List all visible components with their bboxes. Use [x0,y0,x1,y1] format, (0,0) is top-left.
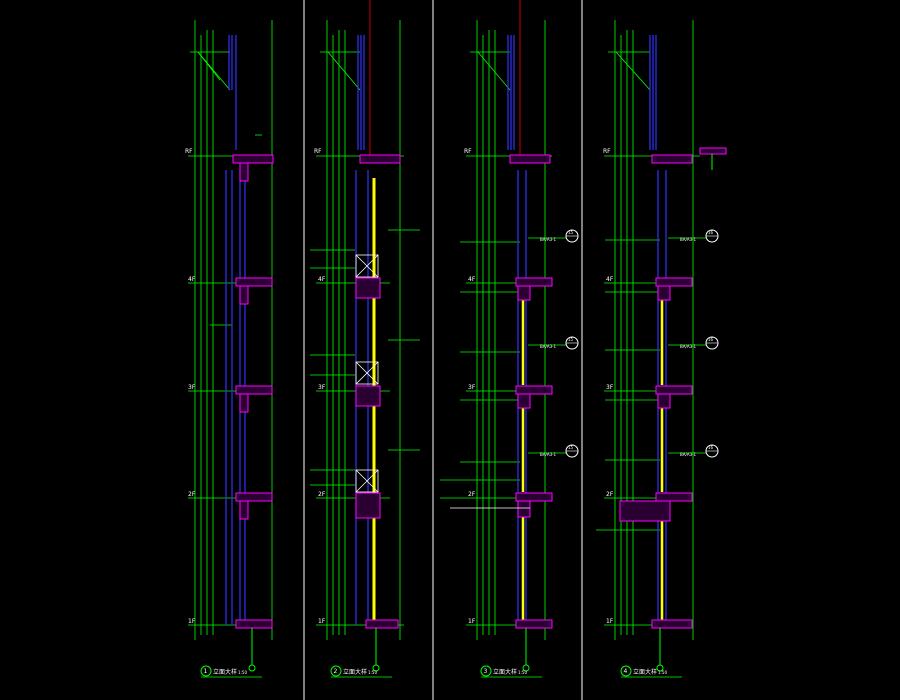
level-label-rf: RF [314,148,322,155]
svg-text:BA/A3-1: BA/A3-1 [540,344,557,349]
level-label-3f: 3F [468,384,476,391]
small-detail [699,147,727,170]
floor-slabs [232,154,274,629]
level-label-4f: 4F [606,276,614,283]
svg-text:BA/A3-1: BA/A3-1 [680,452,697,457]
level-label-1f: 1F [606,618,614,625]
svg-text:BA/A3-1: BA/A3-1 [680,344,697,349]
section-caption: 立面大样 [633,668,657,676]
level-label-4f: 4F [468,276,476,283]
detail-callout: 15 BA/A3-1 [540,336,579,350]
section-scale: 1:50 [368,670,377,675]
section-title: 3 立面大样 1:50 [480,665,542,678]
window-units [355,254,379,493]
section-number: 1 [204,668,208,675]
section-title: 2 立面大样 1:50 [330,665,392,678]
section-number: 2 [334,668,338,675]
dimension-lines [188,20,273,640]
level-label-4f: 4F [318,276,326,283]
level-label-3f: 3F [606,384,614,391]
floor-slabs [355,154,401,629]
level-label-1f: 1F [468,618,476,625]
section-4: RF 4F 3F 2F 1F 16 BA/A3-1 16 BA/A3-1 16 … [596,20,727,678]
svg-text:16: 16 [708,230,714,235]
floor-slabs [619,154,693,629]
level-label-rf: RF [603,148,611,155]
detail-callout: 16 BA/A3-1 [680,444,719,458]
svg-text:16: 16 [708,445,714,450]
section-3: RF 4F 3F 2F 1F 15 BA/A3-1 15 BA/A3-1 15 … [440,0,579,678]
section-title: 1 立面大样 1:50 [200,665,262,678]
level-label-2f: 2F [468,491,476,498]
section-scale: 1:50 [658,670,667,675]
level-label-rf: RF [185,148,193,155]
detail-callout: 16 BA/A3-1 [680,336,719,350]
svg-text:BA/A3-1: BA/A3-1 [680,237,697,242]
level-label-4f: 4F [188,276,196,283]
svg-text:15: 15 [568,230,574,235]
section-caption: 立面大样 [493,668,517,676]
section-2: RF 4F 3F 2F 1F 2 立面大样 1:50 [310,0,420,678]
level-label-2f: 2F [188,491,196,498]
level-label-3f: 3F [318,384,326,391]
floor-slabs [509,154,553,629]
svg-text:16: 16 [708,337,714,342]
section-scale: 1:50 [518,670,527,675]
level-label-1f: 1F [318,618,326,625]
detail-callout: 15 BA/A3-1 [540,229,579,243]
svg-text:15: 15 [568,337,574,342]
level-label-2f: 2F [318,491,326,498]
section-scale: 1:50 [238,670,247,675]
section-caption: 立面大样 [213,668,237,676]
section-title: 4 立面大样 1:50 [620,665,682,678]
level-label-rf: RF [464,148,472,155]
section-number: 4 [624,668,628,675]
svg-text:15: 15 [568,445,574,450]
detail-callout: 16 BA/A3-1 [680,229,719,243]
detail-callout: 15 BA/A3-1 [540,444,579,458]
svg-text:BA/A3-1: BA/A3-1 [540,237,557,242]
level-label-1f: 1F [188,618,196,625]
level-label-3f: 3F [188,384,196,391]
dimension-lines [440,20,566,640]
section-number: 3 [484,668,488,675]
svg-text:BA/A3-1: BA/A3-1 [540,452,557,457]
section-caption: 立面大样 [343,668,367,676]
level-label-2f: 2F [606,491,614,498]
section-1: RF 4F 3F 2F 1F 1 立面大样 1:50 [185,20,274,678]
